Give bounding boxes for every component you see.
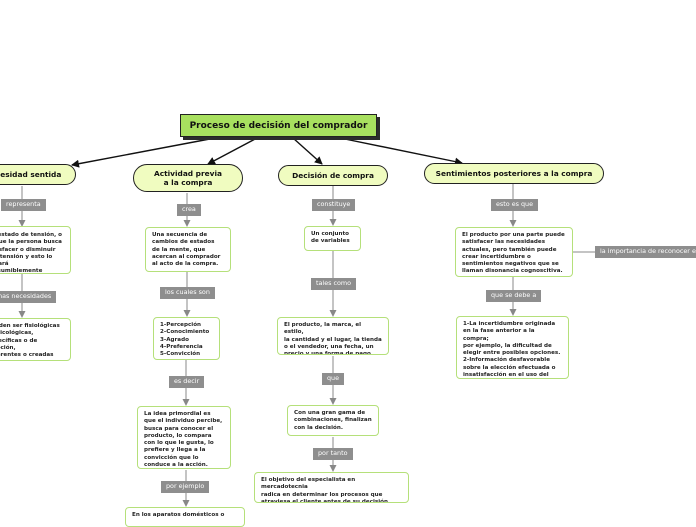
node-actividad-idea[interactable]: La idea primordial es que el individuo p… — [137, 406, 231, 469]
label-representa[interactable]: representa — [1, 199, 46, 211]
node-actividad-etapas[interactable]: 1-Percepción 2-Conocimiento 3-Agrado 4-P… — [153, 317, 220, 360]
label-es-decir[interactable]: es decir — [169, 376, 205, 388]
label-por-tanto[interactable]: por tanto — [313, 448, 353, 460]
node-sentimientos-causas[interactable]: 1-La incertidumbre originada en la fase … — [456, 316, 569, 379]
label-que[interactable]: que — [322, 373, 345, 385]
node-decision-combinaciones[interactable]: Con una gran gama de combinaciones, fina… — [287, 405, 379, 436]
node-necesidad-tipos[interactable]: Pueden ser fisiológicas o psicológicas, … — [0, 318, 71, 361]
central-topic[interactable]: Proceso de decisión del comprador — [180, 114, 377, 137]
node-sentimientos-producto[interactable]: El producto por una parte puede satisfac… — [455, 227, 573, 277]
label-constituye[interactable]: constituye — [312, 199, 356, 211]
label-por-ejemplo[interactable]: por ejemplo — [161, 481, 210, 493]
label-esto-es-que[interactable]: esto es que — [491, 199, 539, 211]
node-decision-objetivo[interactable]: El objetivo del especialista en mercadot… — [254, 472, 409, 503]
node-actividad-secuencia[interactable]: Una secuencia de cambios de estados de l… — [145, 227, 231, 272]
node-actividad-ejemplo[interactable]: En los aparatos domésticos o — [125, 507, 245, 527]
label-tales-como[interactable]: tales como — [311, 278, 357, 290]
label-que-se-debe-a[interactable]: que se debe a — [486, 290, 542, 302]
label-crea[interactable]: crea — [177, 204, 201, 216]
node-decision-variables[interactable]: Un conjunto de variables — [304, 226, 361, 251]
node-decision-elementos[interactable]: El producto, la marca, el estilo, la can… — [277, 317, 389, 355]
node-necesidad-definicion[interactable]: Un estado de tensión, o lo que la person… — [0, 226, 71, 274]
topic-necesidad-sentida[interactable]: Necesidad sentida — [0, 164, 76, 185]
topic-sentimientos-posteriores[interactable]: Sentimientos posteriores a la compra — [424, 163, 604, 184]
label-muchas-necesidades[interactable]: Muchas necesidades — [0, 291, 57, 303]
topic-actividad-previa[interactable]: Actividad previa a la compra — [133, 164, 243, 192]
topic-decision-de-compra[interactable]: Decisión de compra — [278, 165, 388, 186]
label-importancia[interactable]: la importancia de reconocer el — [595, 246, 696, 258]
label-los-cuales-son[interactable]: los cuales son — [160, 287, 215, 299]
